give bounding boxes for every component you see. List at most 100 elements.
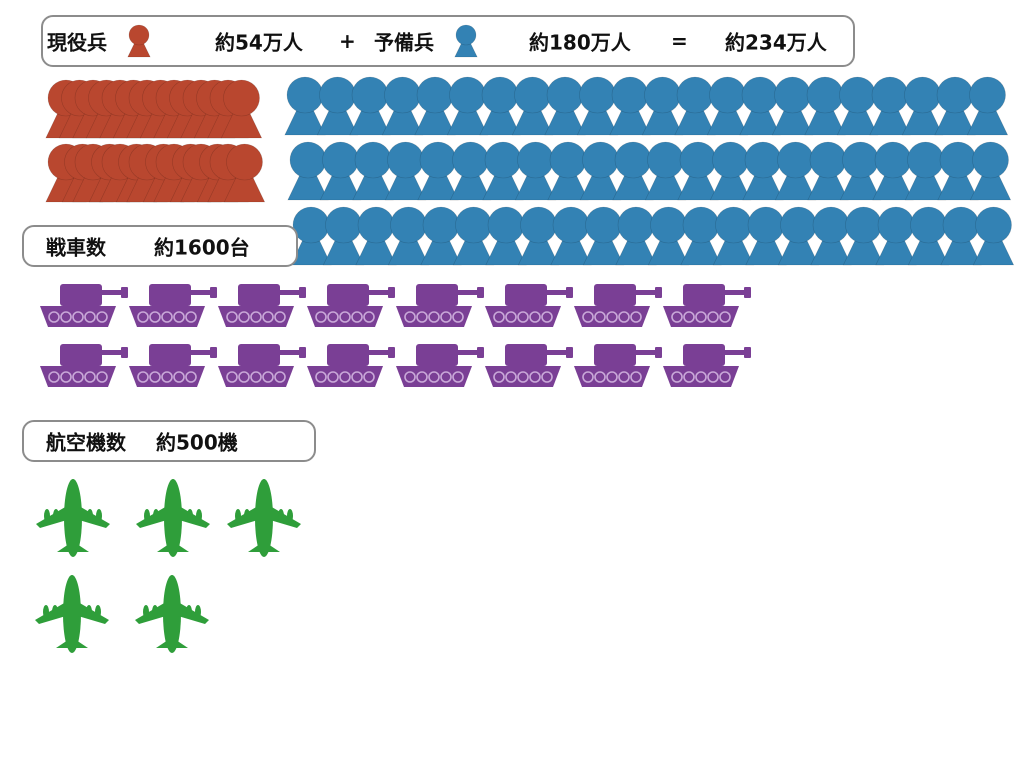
reserve-soldier-icon (322, 206, 365, 266)
personnel-label-box: 現役兵 約54万人 + 予備兵 約180万人 = 約234万人 (41, 15, 855, 67)
reserve-soldier-icon (774, 141, 817, 201)
aircraft-icon (36, 479, 110, 557)
reserve-soldiers-value: 約180万人 (529, 30, 631, 55)
aircraft-icon (35, 575, 109, 653)
equals-sign: = (671, 29, 688, 53)
reserve-soldier-icon (355, 206, 397, 266)
reserve-soldier-icon (387, 206, 430, 266)
tank-icon (396, 284, 484, 327)
reserve-soldier-icon (452, 206, 495, 266)
reserve-soldier-icon (807, 141, 849, 201)
reserve-soldier-icon (482, 141, 524, 201)
tank-icon (40, 284, 128, 327)
aircraft-value: 約500機 (156, 430, 238, 455)
tank-icon (218, 284, 306, 327)
plus-sign: + (339, 29, 356, 53)
reserve-soldier-icon (414, 76, 456, 136)
active-soldiers-label: 現役兵 (47, 30, 107, 55)
aircraft-icon (227, 479, 301, 557)
reserve-soldier-icon (517, 206, 560, 266)
reserve-soldier-icon (875, 206, 917, 266)
reserve-soldier-icon (511, 76, 554, 136)
reserve-soldier-icon (417, 141, 459, 201)
reserve-soldier-icon (547, 141, 589, 201)
tank-label: 戦車数 (46, 235, 106, 260)
tank-value: 約1600台 (154, 235, 250, 260)
aircraft-label-box: 航空機数 約500機 (22, 420, 316, 462)
reserve-soldier-icon (609, 76, 651, 136)
reserve-soldier-icon (287, 141, 329, 201)
reserve-soldier-legend-icon (454, 24, 478, 58)
reserve-soldier-icon (972, 206, 1015, 266)
reserve-soldier-icon (641, 76, 684, 136)
reserve-soldier-icon (937, 141, 979, 201)
reserve-soldier-icon (514, 141, 557, 201)
tank-icon (574, 344, 662, 387)
reserve-soldier-icon (544, 76, 586, 136)
reserve-soldier-icon (804, 76, 846, 136)
aircraft-label: 航空機数 (46, 430, 126, 455)
active-soldier-legend-icon (127, 24, 151, 58)
reserve-soldier-icon (839, 141, 882, 201)
aircraft-icon (136, 479, 210, 557)
tank-icon (396, 344, 484, 387)
reserve-soldiers-label: 予備兵 (374, 30, 434, 55)
active-soldier-icon (223, 143, 266, 203)
reserve-soldier-icon (777, 206, 820, 266)
tank-icon (40, 344, 128, 387)
aircraft-icon (135, 575, 209, 653)
tank-icon (307, 344, 395, 387)
reserve-soldier-icon (612, 141, 654, 201)
reserve-soldier-icon (810, 206, 852, 266)
reserve-soldier-icon (706, 76, 749, 136)
reserve-soldier-icon (869, 76, 911, 136)
tank-icon (485, 344, 573, 387)
reserve-soldier-icon (615, 206, 657, 266)
reserve-soldier-icon (712, 206, 755, 266)
tank-icon (129, 284, 217, 327)
reserve-soldier-icon (934, 76, 976, 136)
tank-icon (307, 284, 395, 327)
reserve-soldier-icon (381, 76, 424, 136)
reserve-soldier-icon (842, 206, 885, 266)
reserve-soldier-icon (284, 76, 326, 136)
reserve-soldier-icon (940, 206, 982, 266)
reserve-soldier-icon (349, 76, 391, 136)
reserve-soldier-icon (674, 76, 716, 136)
tank-icon (218, 344, 306, 387)
tank-icon (485, 284, 573, 327)
reserve-soldier-icon (904, 141, 947, 201)
reserve-soldier-icon (449, 141, 492, 201)
reserve-soldier-icon (485, 206, 527, 266)
reserve-soldier-icon (352, 141, 394, 201)
tank-icon (574, 284, 662, 327)
reserve-soldier-icon (907, 206, 950, 266)
reserve-soldier-icon (745, 206, 787, 266)
reserve-soldier-icon (709, 141, 752, 201)
active-soldiers-value: 約54万人 (215, 30, 303, 55)
reserve-soldier-icon (966, 76, 1009, 136)
reserve-soldier-icon (677, 141, 719, 201)
reserve-soldier-icon (901, 76, 944, 136)
reserve-soldier-icon (739, 76, 781, 136)
reserve-soldier-icon (582, 206, 625, 266)
reserve-soldier-icon (420, 206, 462, 266)
total-soldiers-value: 約234万人 (725, 30, 827, 55)
reserve-soldier-icon (742, 141, 784, 201)
reserve-soldier-icon (550, 206, 592, 266)
reserve-soldier-icon (579, 141, 622, 201)
reserve-soldier-icon (384, 141, 427, 201)
reserve-soldier-icon (836, 76, 879, 136)
reserve-soldier-icon (872, 141, 914, 201)
reserve-soldier-icon (647, 206, 690, 266)
reserve-soldier-icon (319, 141, 362, 201)
reserve-soldier-icon (644, 141, 687, 201)
reserve-soldier-icon (771, 76, 814, 136)
reserve-soldier-icon (479, 76, 521, 136)
tank-icon (663, 344, 751, 387)
reserve-soldier-icon (680, 206, 722, 266)
tank-icon (129, 344, 217, 387)
reserve-soldier-icon (446, 76, 489, 136)
